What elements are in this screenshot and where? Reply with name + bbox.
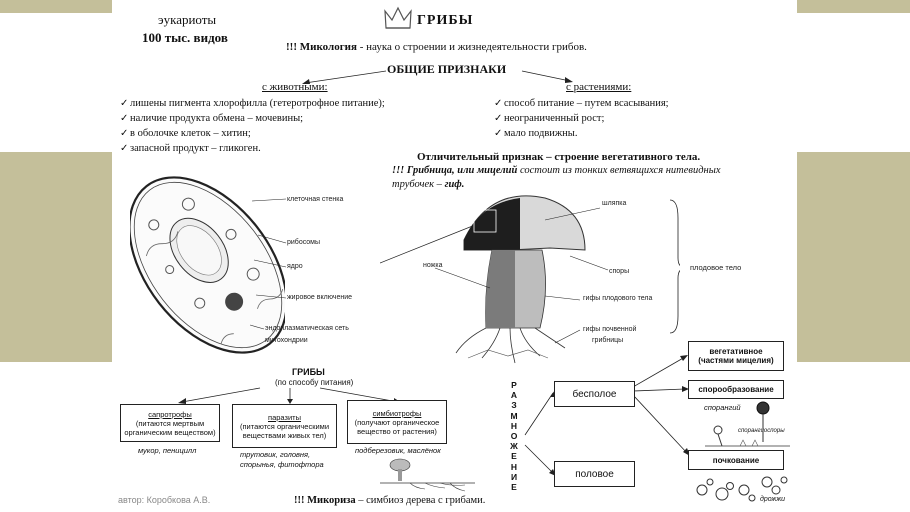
species-count: 100 тыс. видов — [142, 30, 228, 45]
nutrition-type-desc: (получают органическое вещество от расте… — [354, 417, 440, 436]
plants-feature-item: ✓мало подвижны. — [494, 128, 578, 139]
check-icon: ✓ — [494, 113, 503, 124]
check-icon: ✓ — [494, 98, 503, 109]
hyphae-term: гиф. — [444, 179, 465, 190]
nutrition-title: ГРИБЫ — [292, 367, 325, 377]
mushroom-label-stem: ножка — [423, 262, 443, 269]
sexual-box: половое — [554, 461, 635, 487]
nutrition-type-parasites: паразиты (питаются органическими веществ… — [232, 404, 337, 448]
check-icon: ✓ — [120, 98, 129, 109]
nutrition-type-desc: (питаются мертвым органическим веществом… — [124, 418, 216, 437]
sexual-label: половое — [575, 468, 614, 480]
saprotroph-examples: мукор, пеницилл — [138, 446, 197, 455]
left-top-band — [0, 0, 112, 13]
crown-icon — [384, 6, 412, 29]
plants-feature-item: ✓неограниченный рост; — [494, 113, 605, 124]
mycorrhiza-definition: – симбиоз дерева с грибами. — [355, 495, 486, 506]
spore-box: спорообразование — [688, 380, 784, 399]
mushroom-label-hyphae-body: гифы плодового тела — [583, 295, 653, 302]
animals-heading: с животными: — [262, 81, 328, 93]
animals-feature-item: ✓запасной продукт – гликоген. — [120, 143, 261, 154]
right-mid-band — [797, 152, 910, 362]
left-mid-band — [0, 152, 112, 362]
animals-feature-item: ✓наличие продукта обмена – мочевины; — [120, 113, 304, 124]
fungal-cell-diagram — [130, 176, 285, 354]
mycelium-line: !!! Грибница, или мицелий состоит из тон… — [392, 165, 721, 176]
distinct-feature-line: Отличительный признак – строение вегетат… — [417, 151, 701, 163]
general-arrows — [302, 70, 573, 84]
plants-feature-item: ✓способ питание – путем всасывания; — [494, 98, 669, 109]
mushroom-diagram — [380, 195, 680, 364]
animals-features-list: ✓лишены пигмента хлорофилла (гетеротрофн… — [120, 96, 385, 156]
budding-label: почкование — [712, 455, 760, 465]
check-icon: ✓ — [494, 128, 503, 139]
cell-label-mito: митохондрии — [265, 337, 308, 344]
mycorrhiza-line: !!! Микориза – симбиоз дерева с грибами. — [294, 495, 486, 506]
symbiotroph-examples: подберезовик, маслёнок — [355, 446, 441, 455]
animals-feature-item: ✓лишены пигмента хлорофилла (гетеротрофн… — [120, 98, 385, 109]
cell-label-nucleus: ядро — [287, 263, 303, 270]
reproduction-vertical-label: РАЗМНОЖЕНИЕ — [510, 380, 518, 493]
nutrition-type-desc: (питаются органическими веществами живых… — [239, 421, 330, 440]
plants-heading: с растениями: — [566, 81, 632, 93]
parasite-examples: трутовик, головня, спорынья, фитофтора — [240, 450, 324, 469]
budding-box: почкование — [688, 450, 784, 470]
animals-feature-item: ✓в оболочке клеток – хитин; — [120, 128, 251, 139]
mycorrhiza-term: Микориза — [307, 495, 356, 506]
mycology-definition: - наука о строении и жизнедеятельности г… — [356, 41, 587, 53]
check-icon: ✓ — [120, 143, 129, 154]
mycology-term: Микология — [299, 41, 357, 53]
mushroom-label-hyphae-soil: гифы почвенной — [583, 326, 637, 333]
yeast-illustration — [696, 476, 788, 502]
check-icon: ✓ — [120, 128, 129, 139]
nutrition-type-name: симбиотрофы — [372, 408, 422, 418]
vegetative-label: вегетативное — [709, 347, 763, 356]
nutrition-type-saprotrophs: сапротрофы (питаются мертвым органически… — [120, 404, 220, 442]
nutrition-type-name: сапротрофы — [148, 409, 192, 419]
mushroom-label-spores: споры — [609, 268, 630, 275]
author-credit: автор: Коробкова А.В. — [118, 495, 211, 505]
vegetative-sub: (частями мицелия) — [698, 356, 774, 365]
nutrition-type-symbiotrophs: симбиотрофы (получают органическое вещес… — [347, 400, 447, 444]
asexual-label: бесполое — [572, 388, 617, 400]
check-icon: ✓ — [120, 113, 129, 124]
mycology-marks: !!! — [286, 41, 297, 53]
right-top-band — [797, 0, 910, 13]
mycology-line: !!! Микология - наука о строении и жизне… — [286, 41, 587, 53]
spore-label: спорообразование — [698, 385, 774, 394]
mycelium-term: Грибница, или мицелий — [406, 165, 518, 176]
cell-label-fat: жировое включение — [287, 294, 352, 301]
mushroom-label-cap: шляпка — [602, 200, 627, 207]
sporangium-label: спорангий — [704, 403, 741, 412]
vegetative-box: вегетативное (частями мицелия) — [688, 341, 784, 371]
hyphae-line: трубочек – гиф. — [392, 179, 465, 190]
nutrition-type-name: паразиты — [268, 412, 301, 422]
cell-label-lines — [250, 198, 287, 330]
mushroom-label-mycelium: грибницы — [592, 337, 624, 344]
general-features-title: ОБЩИЕ ПРИЗНАКИ — [387, 62, 507, 76]
asexual-box: бесполое — [554, 381, 635, 407]
cell-label-wall: клеточная стенка — [287, 196, 344, 203]
fruit-body-label: плодовое тело — [690, 263, 742, 272]
page-title: ГРИБЫ — [417, 13, 474, 28]
cell-label-er: эндоплазматическая сеть — [265, 325, 349, 332]
sporangiospores-label: спорангиоспоры — [738, 428, 785, 434]
mycorrhiza-illustration — [380, 458, 475, 492]
nutrition-subtitle: (по способу питания) — [275, 378, 354, 387]
yeast-label: дрожжи — [760, 496, 786, 503]
cell-label-ribosomes: рибосомы — [287, 239, 321, 246]
plants-features-list: ✓способ питание – путем всасывания; ✓нео… — [494, 96, 669, 141]
sporangium-illustration — [705, 401, 790, 447]
eukaryotes-label: эукариоты — [158, 12, 217, 27]
